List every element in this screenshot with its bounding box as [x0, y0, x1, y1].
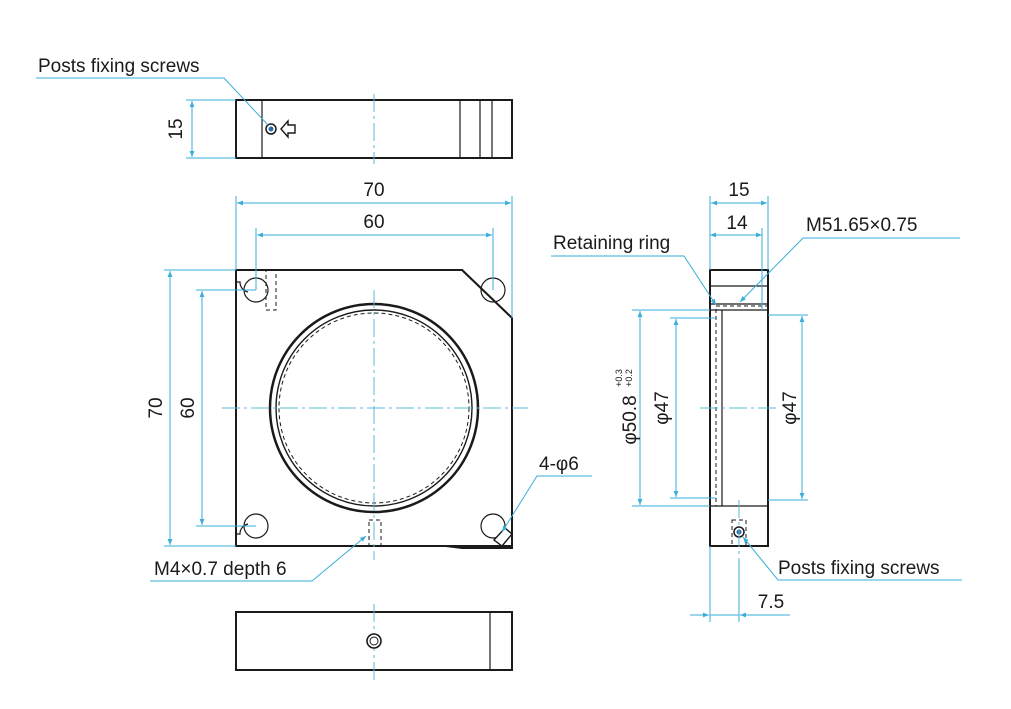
- dim-bore-tol-upper: +0.3: [614, 369, 624, 387]
- tapped-hole-label: M4×0.7 depth 6: [154, 559, 287, 580]
- dim-height-inner: 60: [178, 397, 199, 418]
- dim-ring-diameter-right: φ47: [780, 391, 801, 424]
- holes-label: 4-φ6: [539, 454, 579, 475]
- retaining-ring-label: Retaining ring: [553, 233, 670, 254]
- bottom-view: [235, 604, 513, 680]
- arrow-left-icon: [280, 119, 296, 139]
- leader-posts-screws-top: [36, 77, 269, 126]
- bottom-screw-hole: [366, 633, 382, 649]
- dim-top-height: 15: [166, 118, 187, 139]
- dim-width-inner: 60: [363, 212, 384, 233]
- dim-bore-diameter: φ50.8: [620, 395, 641, 444]
- dim-bore-tol-lower: +0.2: [624, 369, 634, 387]
- front-view: 70 60 70 60 4-φ6 M4×0.7 depth 6: [146, 180, 592, 582]
- dim-width-outer: 70: [363, 180, 384, 201]
- dim-side-width: 15: [728, 180, 749, 201]
- dim-height-outer: 70: [146, 397, 167, 418]
- dim-screw-offset: 7.5: [758, 592, 784, 613]
- dim-ring-diameter-left: φ47: [652, 391, 673, 424]
- top-view: 15 Posts fixing screws: [36, 56, 513, 164]
- thread-label: M51.65×0.75: [806, 215, 917, 236]
- posts-fixing-screws-label-top: Posts fixing screws: [38, 56, 200, 77]
- posts-fixing-screws-label-side: Posts fixing screws: [778, 558, 940, 579]
- side-view: 15 14 M51.65×0.75 Retaining ring φ50.8 +…: [551, 180, 962, 622]
- dim-side-inner-width: 14: [726, 213, 748, 234]
